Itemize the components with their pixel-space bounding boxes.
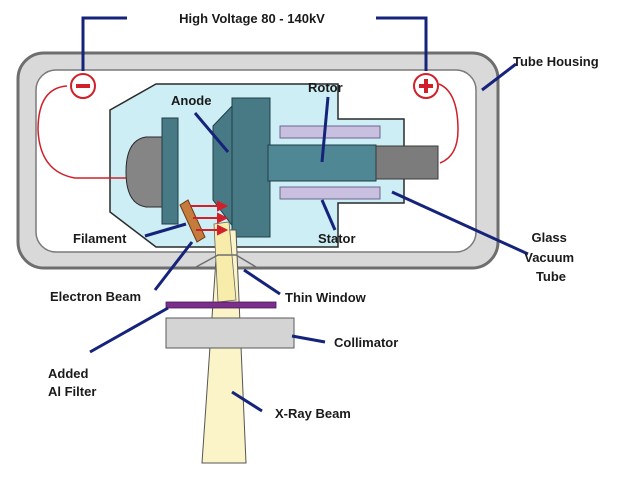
label-al-filter: Al Filter xyxy=(48,384,96,399)
label-electron-beam: Electron Beam xyxy=(50,289,141,304)
minus-icon xyxy=(76,84,90,88)
collimator xyxy=(165,317,295,349)
rotor-shaft xyxy=(375,145,439,180)
label-thin-window: Thin Window xyxy=(285,290,367,305)
leader-electron-beam xyxy=(153,241,194,291)
leader-filament xyxy=(144,222,187,238)
label-tube: Tube xyxy=(536,269,566,284)
negative-terminal: − xyxy=(70,73,96,99)
thin-window xyxy=(195,254,257,268)
electron-beam-arrows xyxy=(190,200,229,236)
arrow-head-icon xyxy=(217,212,229,224)
cathode-lead xyxy=(37,85,126,179)
stator-top xyxy=(279,125,381,139)
stator-bottom xyxy=(279,186,381,200)
leader-thin-window xyxy=(243,268,281,296)
label-xray-beam: X-Ray Beam xyxy=(275,406,351,421)
cathode-cup xyxy=(125,136,165,208)
positive-terminal: + xyxy=(413,73,439,99)
label-added-al-filter: Added Al Filter xyxy=(48,366,96,399)
label-added: Added xyxy=(48,366,89,381)
label-collimator: Collimator xyxy=(334,335,398,350)
al-filter xyxy=(165,301,277,309)
label-high-voltage: High Voltage 80 - 140kV xyxy=(179,11,325,26)
label-glass: Glass xyxy=(531,230,566,245)
label-vacuum: Vacuum xyxy=(524,250,574,265)
arrow-head-icon xyxy=(217,200,229,212)
leader-al-filter xyxy=(89,306,169,354)
cathode-plate xyxy=(161,117,179,225)
leader-anode xyxy=(193,112,230,153)
arrow-head-icon xyxy=(217,224,229,236)
leader-stator xyxy=(320,199,337,231)
leader-rotor xyxy=(320,96,330,163)
label-tube-housing: Tube Housing xyxy=(513,54,599,69)
filament xyxy=(179,199,206,243)
xray-beam-core xyxy=(213,221,237,303)
high-voltage-wire xyxy=(81,16,428,71)
label-stator: Stator xyxy=(318,231,356,246)
label-glass-vacuum-tube: Glass Vacuum Tube xyxy=(524,230,577,284)
anode-disc xyxy=(231,97,271,238)
leader-lines xyxy=(89,62,529,413)
leader-glass-tube xyxy=(391,190,529,256)
label-anode: Anode xyxy=(171,93,211,108)
leader-xray-beam xyxy=(231,390,263,413)
leader-tube-housing xyxy=(481,62,517,92)
leader-collimator xyxy=(291,334,326,344)
label-rotor: Rotor xyxy=(308,80,343,95)
label-filament: Filament xyxy=(73,231,127,246)
anode-lead xyxy=(438,83,459,164)
plus-icon-v xyxy=(424,79,428,93)
